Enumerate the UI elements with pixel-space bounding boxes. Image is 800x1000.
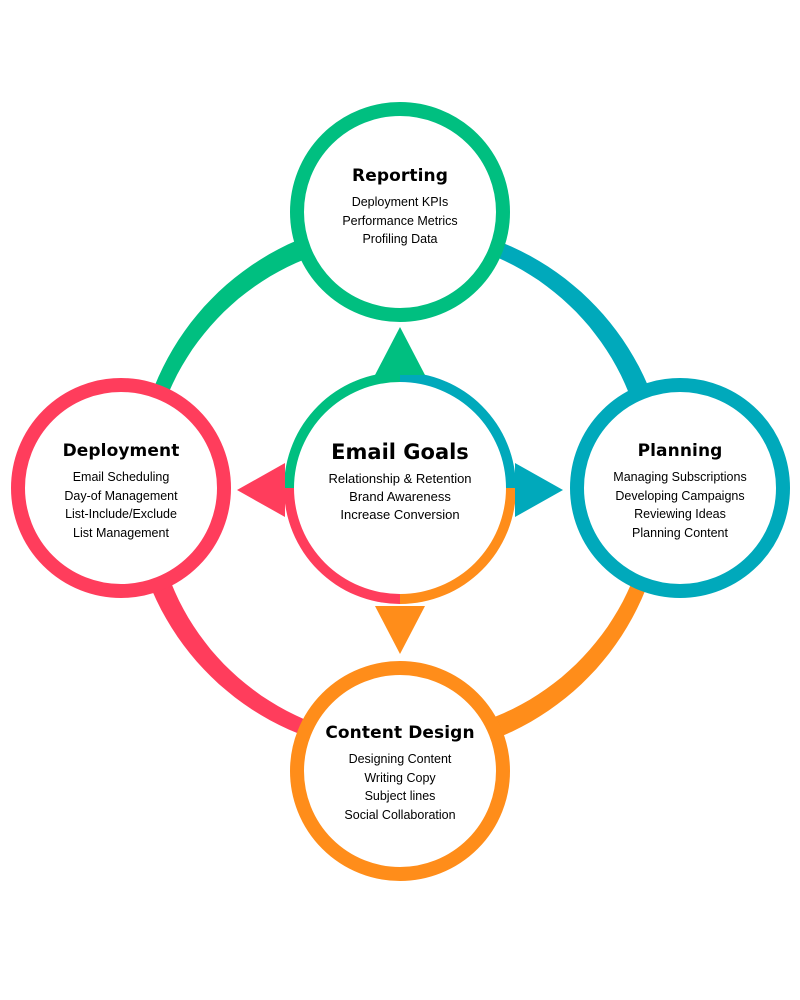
- content-design-node: Content Design Designing Content Writing…: [290, 723, 510, 824]
- center-ring-segment-deployment: [284, 488, 400, 604]
- connector-arc-deployment-to-reporting: [135, 218, 400, 488]
- planning-item: Reviewing Ideas: [634, 507, 726, 521]
- content-design-node-ring: [290, 661, 510, 881]
- deployment-item: List-Include/Exclude: [65, 507, 177, 521]
- center-ring-segment-planning: [400, 372, 516, 488]
- connector-arc-content-design-to-deployment: [130, 488, 400, 753]
- planning-title: Planning: [637, 441, 723, 461]
- reporting-item: Profiling Data: [362, 232, 438, 246]
- center-item: Increase Conversion: [340, 507, 460, 522]
- center-ring-segment-content-design: [400, 488, 516, 604]
- reporting-item: Performance Metrics: [342, 213, 458, 228]
- center-title: Email Goals: [331, 440, 469, 464]
- arrow-right-icon: [515, 463, 563, 517]
- center-ring-segment-reporting: [284, 372, 400, 488]
- deployment-item: Day-of Management: [64, 488, 178, 503]
- deployment-item: List Management: [73, 525, 169, 540]
- content-design-item: Social Collaboration: [344, 807, 456, 822]
- content-design-item: Designing Content: [348, 752, 452, 766]
- content-design-title: Content Design: [325, 723, 475, 743]
- content-design-item: Subject lines: [364, 789, 436, 803]
- center-item: Relationship & Retention: [328, 471, 472, 486]
- reporting-node-ring: [290, 102, 510, 322]
- center-item: Brand Awareness: [349, 489, 451, 504]
- content-design-item: Writing Copy: [364, 770, 436, 785]
- arrow-up-icon: [375, 327, 425, 375]
- deployment-item: Email Scheduling: [72, 470, 170, 484]
- center-node: Email Goals Relationship & Retention Bra…: [300, 440, 500, 524]
- arrow-down-icon: [375, 606, 425, 654]
- deployment-node: Deployment Email Scheduling Day-of Manag…: [11, 441, 231, 542]
- planning-item: Planning Content: [632, 525, 728, 540]
- reporting-title: Reporting: [352, 166, 448, 186]
- connector-arc-planning-to-content-design: [400, 488, 665, 758]
- arrow-left-icon: [237, 463, 285, 517]
- planning-node: Planning Managing Subscriptions Developi…: [570, 441, 790, 542]
- planning-item: Developing Campaigns: [615, 488, 745, 503]
- deployment-node-ring: [11, 378, 231, 598]
- planning-item: Managing Subscriptions: [613, 470, 747, 484]
- reporting-item: Deployment KPIs: [351, 195, 449, 209]
- deployment-title: Deployment: [62, 441, 180, 461]
- planning-node-ring: [570, 378, 790, 598]
- connector-arc-reporting-to-planning: [400, 223, 670, 488]
- reporting-node: Reporting Deployment KPIs Performance Me…: [300, 166, 500, 249]
